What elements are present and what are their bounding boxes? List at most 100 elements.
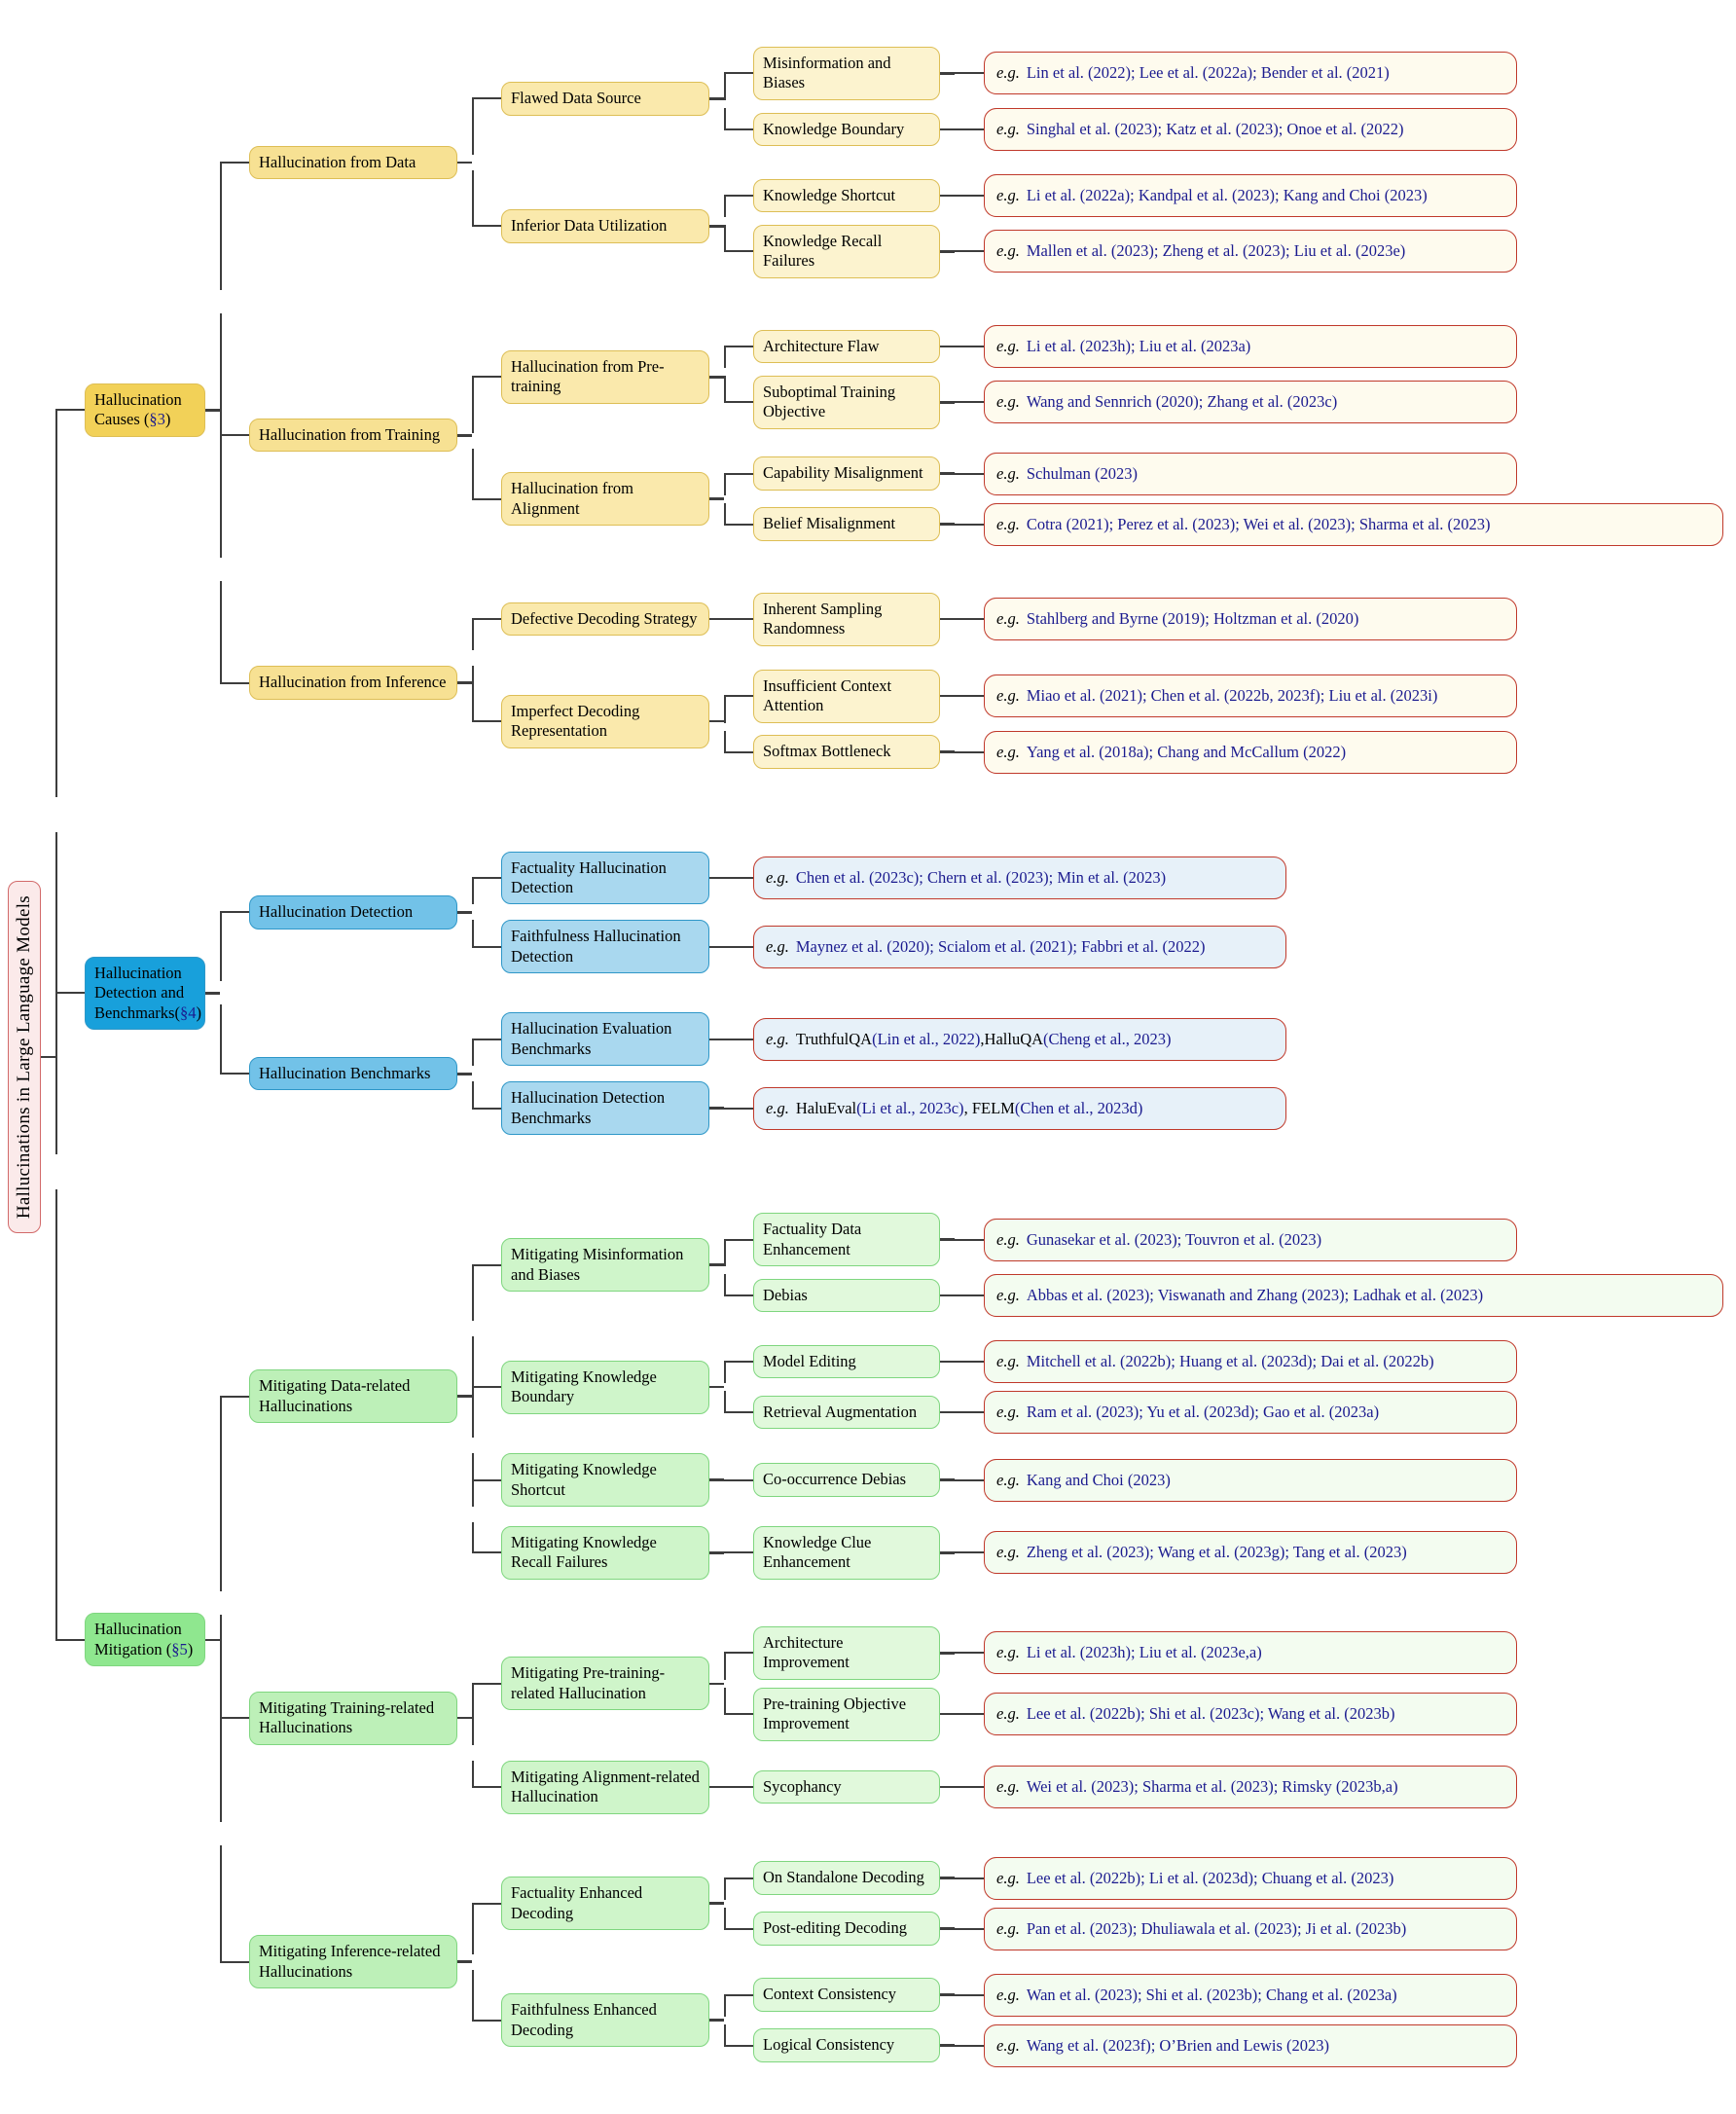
label-text: On Standalone Decoding <box>763 1868 924 1887</box>
citation-link[interactable]: (Li et al., 2023c) <box>856 1098 964 1117</box>
citation-box-knowledge-recall-failures: e.g.Mallen et al. (2023); Zheng et al. (… <box>984 230 1517 273</box>
connector-line <box>457 1960 472 1963</box>
branch-hallucination-causes-3: Hallucination Causes (§3)Hallucination f… <box>85 23 1723 797</box>
citation-link[interactable]: Wan et al. (2023); Shi et al. (2023b); C… <box>1026 1985 1397 2004</box>
citation-link[interactable]: Stahlberg and Byrne (2019); Holtzman et … <box>1026 609 1359 629</box>
citation-link[interactable]: Yang et al. (2018a); Chang and McCallum … <box>1026 742 1347 761</box>
eg-prefix: e.g. <box>996 2035 1020 2055</box>
eg-prefix: e.g. <box>996 609 1020 629</box>
label-text: Knowledge Shortcut <box>763 185 896 204</box>
citation-branch-architecture-improvement: e.g. Li et al. (2023h); Liu et al. (2023e… <box>984 1631 1517 1675</box>
citation-link[interactable]: Gunasekar et al. (2023); Touvron et al. … <box>1026 1229 1322 1249</box>
section-ref-link[interactable]: §3 <box>149 410 165 429</box>
citation-link[interactable]: Li et al. (2023h); Liu et al. (2023a) <box>1026 336 1251 355</box>
citation-link[interactable]: Schulman (2023) <box>1026 463 1138 483</box>
tree-edge: e.g. Cotra (2021); Perez et al. (2023); W… <box>955 502 1723 546</box>
citation-link[interactable]: Miao et al. (2021); Chen et al. (2022b, … <box>1026 686 1438 706</box>
connector-line <box>940 1785 955 1789</box>
citation-link[interactable]: Lee et al. (2022b); Li et al. (2023d); C… <box>1026 1868 1394 1887</box>
citation-link[interactable]: Wang and Sennrich (2020); Zhang et al. (… <box>1026 392 1338 412</box>
connector-line <box>41 1055 55 1059</box>
citation-link[interactable]: Ram et al. (2023); Yu et al. (2023d); Ga… <box>1026 1403 1380 1422</box>
node-mitigating-knowledge-boundary: Mitigating Knowledge Boundary <box>501 1360 709 1414</box>
node-hallucination-evaluation-benchmarks: Hallucination Evaluation Benchmarks <box>501 1012 709 1067</box>
citation-link[interactable]: Lin et al. (2022); Lee et al. (2022a); B… <box>1026 63 1390 83</box>
node-root: Hallucinations in Large Language Models <box>8 880 41 1233</box>
connector-line <box>709 1263 724 1266</box>
children-of-architecture-flaw: e.g.Li et al. (2023h); Liu et al. (2023a… <box>955 324 1517 368</box>
eg-prefix: e.g. <box>996 1643 1020 1662</box>
connector-line <box>940 750 955 753</box>
connector-line <box>709 376 724 379</box>
citation-link[interactable]: (Cheng et al., 2023) <box>1043 1029 1172 1048</box>
eg-prefix: e.g. <box>996 185 1020 204</box>
eg-prefix: e.g. <box>996 514 1020 533</box>
branch-hallucination-from-training: Hallucination from Training Hallucination… <box>249 313 1723 558</box>
citation-link[interactable]: Chen et al. (2023c); Chern et al. (2023)… <box>795 867 1167 887</box>
connector-line <box>709 1107 724 1110</box>
section-ref-link[interactable]: §4 <box>179 1002 197 1022</box>
citation-link[interactable]: Mallen et al. (2023); Zheng et al. (2023… <box>1026 241 1406 261</box>
citation-box-architecture-flaw: e.g.Li et al. (2023h); Liu et al. (2023a… <box>984 324 1517 368</box>
children-of-factuality-data-enhancement: e.g.Gunasekar et al. (2023); Touvron et … <box>955 1218 1517 1261</box>
node-capability-misalignment: Capability Misalignment <box>753 456 940 491</box>
children-of-sycophancy: e.g.Wei et al. (2023); Sharma et al. (20… <box>955 1766 1517 1809</box>
citation-link[interactable]: (Lin et al., 2022) <box>872 1029 981 1048</box>
citation-link[interactable]: Wang et al. (2023f); O’Brien and Lewis (… <box>1026 2035 1329 2055</box>
citation-link[interactable]: Pan et al. (2023); Dhuliawala et al. (20… <box>1026 1918 1407 1938</box>
citation-link[interactable]: (Chen et al., 2023d) <box>1014 1098 1143 1117</box>
connector-line <box>940 250 955 253</box>
citation-link[interactable]: Li et al. (2023h); Liu et al. (2023e,a) <box>1026 1643 1262 1662</box>
citation-link[interactable]: Singhal et al. (2023); Katz et al. (2023… <box>1026 119 1404 138</box>
connector-line <box>940 2044 955 2047</box>
eg-prefix: e.g. <box>996 686 1020 706</box>
tree-edge: e.g.Pan et al. (2023); Dhuliawala et al.… <box>955 1907 1517 1950</box>
node-mitigating-data-related-hallucinations: Mitigating Data-related Hallucinations <box>249 1369 457 1423</box>
label-text: Hallucination from Pre-training <box>511 356 665 396</box>
citation-link[interactable]: Lee et al. (2022b); Shi et al. (2023c); … <box>1026 1704 1395 1724</box>
node-inferior-data-utilization: Inferior Data Utilization <box>501 209 709 243</box>
section-ref-link[interactable]: §5 <box>171 1639 188 1658</box>
citation-link[interactable]: Abbas et al. (2023); Viswanath and Zhang… <box>1026 1286 1484 1305</box>
citation-box-knowledge-boundary: e.g.Singhal et al. (2023); Katz et al. (… <box>984 107 1517 151</box>
citation-link[interactable]: Wei et al. (2023); Sharma et al. (2023);… <box>1026 1777 1398 1797</box>
citation-link[interactable]: Zheng et al. (2023); Wang et al. (2023g)… <box>1026 1543 1407 1562</box>
citation-branch-insufficient-context-attention: e.g. Miao et al. (2021); Chen et al. (202… <box>984 674 1517 718</box>
connector-line <box>940 523 955 526</box>
connector-line <box>709 225 724 228</box>
connector-line <box>709 876 724 880</box>
citation-link[interactable]: Kang and Choi (2023) <box>1026 1470 1171 1489</box>
label-text: Mitigating Inference-related Hallucinati… <box>259 1942 441 1981</box>
citation-box-sycophancy: e.g.Wei et al. (2023); Sharma et al. (20… <box>984 1766 1517 1809</box>
connector-line <box>940 1993 955 1996</box>
children-of-hallucination-detection-benchmarks: e.g.HaluEval(Li et al., 2023c), FELM(Che… <box>724 1083 1286 1134</box>
citation-link[interactable]: Cotra (2021); Perez et al. (2023); Wei e… <box>1026 514 1491 533</box>
citation-link[interactable]: Maynez et al. (2020); Scialom et al. (20… <box>795 936 1206 956</box>
citation-link[interactable]: Mitchell et al. (2022b); Huang et al. (2… <box>1026 1352 1434 1371</box>
citation-branch-on-standalone-decoding: e.g.Lee et al. (2022b); Li et al. (2023d… <box>984 1856 1517 1900</box>
citation-branch-architecture-flaw: e.g.Li et al. (2023h); Liu et al. (2023a… <box>984 324 1517 368</box>
label-text: Knowledge Recall Failures <box>763 231 883 271</box>
node-hallucination-from-training: Hallucination from Training <box>249 419 457 453</box>
label-text: Imperfect Decoding Representation <box>511 701 640 741</box>
label-text: Factuality Data Enhancement <box>763 1220 862 1258</box>
citation-box-post-editing-decoding: e.g.Pan et al. (2023); Dhuliawala et al.… <box>984 1907 1517 1950</box>
label-text: TruthfulQA <box>795 1029 873 1048</box>
connector-line <box>709 1785 724 1789</box>
citation-link[interactable]: Li et al. (2022a); Kandpal et al. (2023)… <box>1026 185 1428 204</box>
connector-line <box>940 1551 955 1554</box>
connector-line <box>205 992 220 995</box>
